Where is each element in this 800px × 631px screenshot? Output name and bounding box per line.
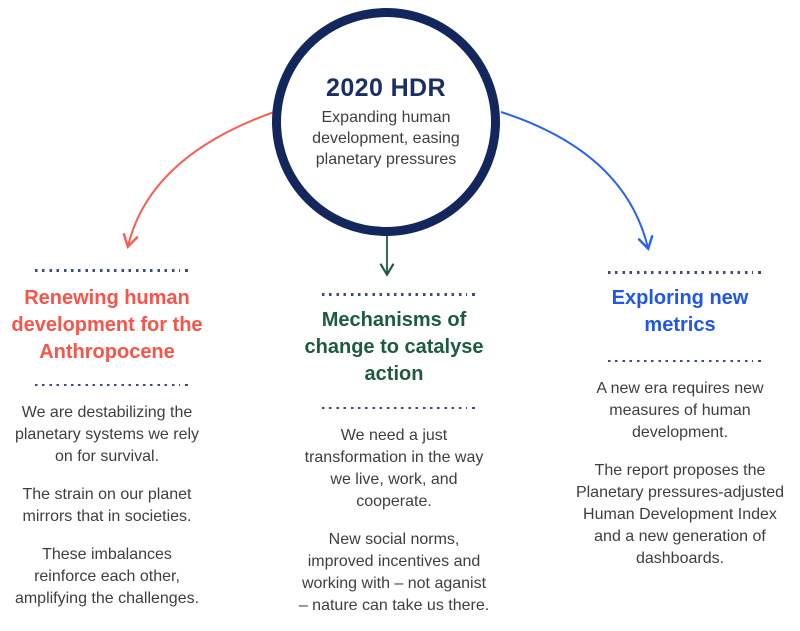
dotted-divider <box>321 293 475 296</box>
column-mechanisms-of-change: Mechanisms of change to catalyse action … <box>287 293 501 617</box>
dotted-divider <box>34 269 188 272</box>
column-paragraph: We are destabilizing the planetary syste… <box>14 404 200 465</box>
hdr-circle: 2020 HDR Expanding human development, ea… <box>272 8 500 236</box>
dotted-divider <box>34 383 188 386</box>
column-renewing-human-development: Renewing human development for the Anthr… <box>0 269 214 610</box>
column-heading-mechanisms: Mechanisms of change to catalyse action <box>304 308 484 385</box>
column-paragraph: These imbalances reinforce each other, a… <box>14 546 200 607</box>
curved-arrow-right-icon <box>500 111 654 251</box>
dotted-divider <box>607 359 761 362</box>
column-paragraph: A new era requires new measures of human… <box>596 380 764 441</box>
column-paragraph: New social norms, improved incentives an… <box>298 531 490 614</box>
column-heading-renewing: Renewing human development for the Anthr… <box>11 286 203 363</box>
column-paragraph: The report proposes the Planetary pressu… <box>575 462 785 567</box>
column-paragraph: The strain on our planet mirrors that in… <box>22 486 192 525</box>
column-paragraph: We need a just transformation in the way… <box>304 427 484 510</box>
column-exploring-new-metrics: Exploring new metrics A new era requires… <box>573 271 787 570</box>
column-heading-metrics: Exploring new metrics <box>611 286 749 336</box>
dotted-divider <box>321 406 475 409</box>
curved-arrow-left-icon <box>122 110 278 249</box>
dotted-divider <box>607 271 761 274</box>
circle-title: 2020 HDR <box>326 74 446 102</box>
circle-subtitle: Expanding human development, easing plan… <box>312 109 460 168</box>
